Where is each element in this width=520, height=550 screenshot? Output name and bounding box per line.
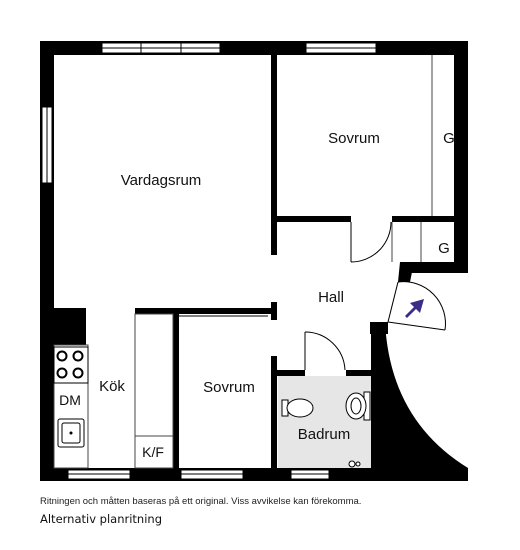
room-label-hall: Hall [318,289,344,306]
doors [177,221,392,371]
tap-icon [348,460,361,468]
windows [41,42,377,480]
label-dm: DM [59,392,81,408]
stove-icon [53,346,89,384]
disclaimer-text: Ritningen och måtten baseras på ett orig… [40,496,362,507]
room-label-vardagsrum: Vardagsrum [121,172,202,189]
room-label-sovrum-top: Sovrum [328,130,380,147]
bathroom-floor [278,376,371,468]
room-label-badrum: Badrum [298,426,351,443]
sink-icon [57,418,85,448]
floor-plan: Vardagsrum Sovrum G G Hall Kök Sovrum Ba… [40,41,468,481]
entrance-door [387,281,446,331]
alternative-plan-caption: Alternativ planritning [40,512,163,526]
wardrobes [391,55,433,262]
room-label-sovrum-bottom: Sovrum [203,379,255,396]
room-label-kok: Kök [99,378,125,395]
toilet-icon [281,398,314,418]
label-kf: K/F [142,444,164,460]
room-label-garderob-top: G [443,130,455,147]
room-label-garderob-small: G [438,240,450,257]
exterior-walls [40,41,468,481]
washbasin-icon [345,391,371,421]
entrance-arrow-icon [405,299,424,318]
